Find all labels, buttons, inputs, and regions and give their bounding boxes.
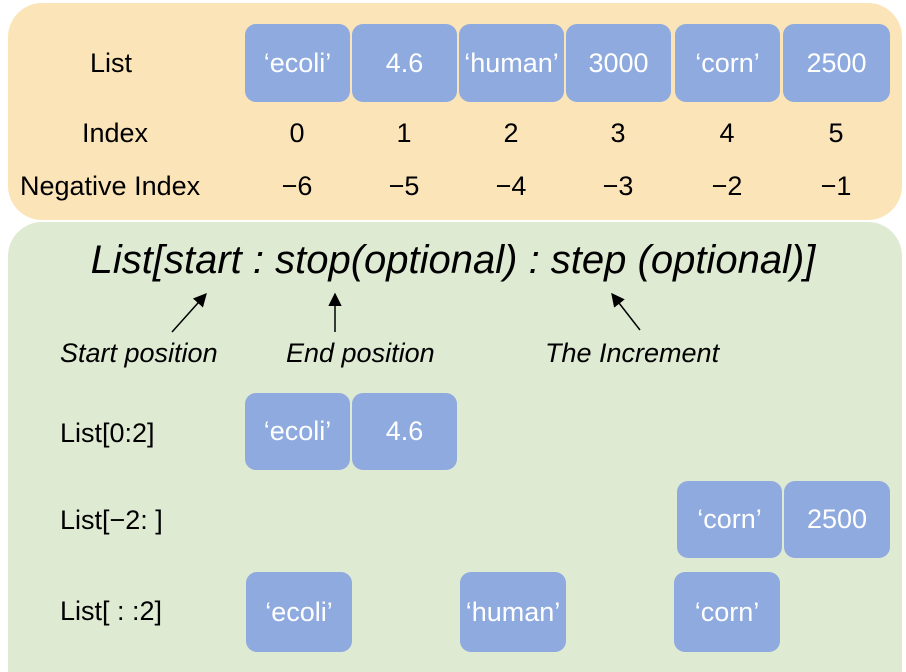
negative-index-row-label: Negative Index [20, 171, 201, 201]
example-1-cell-1: 2500 [784, 481, 890, 558]
list-cell-4: ‘corn’ [675, 24, 780, 102]
example-0-cell-1: 4.6 [352, 393, 457, 470]
index-value-1: 1 [396, 118, 412, 148]
example-2-cell-1: ‘human’ [460, 572, 566, 652]
start-position-annotation: Start position [60, 338, 218, 368]
index-value-4: 4 [719, 118, 735, 148]
negative-index-value-2: −4 [495, 171, 527, 201]
list-cell-5: 2500 [783, 24, 890, 102]
start-arrow [171, 292, 207, 333]
end-position-annotation: End position [286, 338, 435, 368]
example-0-cell-0: ‘ecoli’ [245, 393, 350, 470]
negative-index-value-4: −2 [711, 171, 743, 201]
example-label-1: List[−2: ] [60, 505, 163, 535]
list-cell-2: ‘human’ [459, 24, 564, 102]
negative-index-value-0: −6 [281, 171, 313, 201]
list-cell-3: 3000 [566, 24, 671, 102]
index-value-0: 0 [289, 118, 305, 148]
list-row-label: List [90, 48, 133, 78]
example-label-0: List[0:2] [60, 418, 155, 448]
example-2-cell-2: ‘corn’ [674, 572, 780, 652]
index-value-5: 5 [828, 118, 844, 148]
example-2-cell-0: ‘ecoli’ [246, 572, 352, 652]
index-row-label: Index [82, 118, 149, 148]
slice-syntax-formula: List[start : stop(optional) : step (opti… [90, 238, 816, 282]
list-cell-0: ‘ecoli’ [245, 24, 350, 102]
negative-index-value-3: −3 [602, 171, 634, 201]
negative-index-value-1: −5 [388, 171, 420, 201]
index-value-2: 2 [503, 118, 519, 148]
example-1-cell-0: ‘corn’ [677, 481, 782, 558]
increment-annotation: The Increment [545, 338, 720, 368]
list-cell-1: 4.6 [352, 24, 457, 102]
step-arrow [611, 292, 641, 331]
negative-index-value-5: −1 [820, 171, 852, 201]
example-label-2: List[ : :2] [60, 596, 163, 626]
index-value-3: 3 [610, 118, 626, 148]
